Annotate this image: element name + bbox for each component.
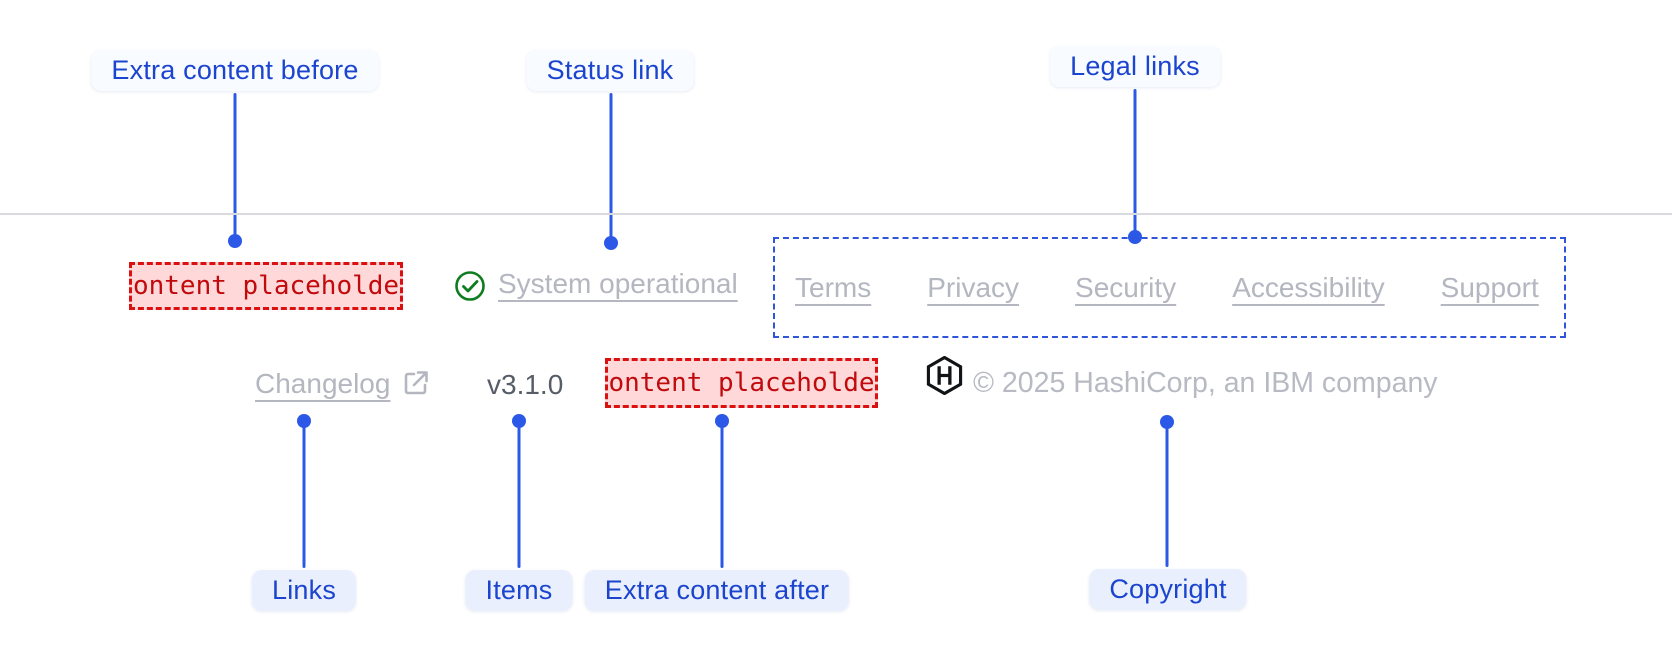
placeholder-text: content placeholder	[605, 368, 878, 398]
legal-link-security[interactable]: Security	[1075, 271, 1177, 303]
status-link[interactable]: System operational	[498, 268, 738, 299]
check-circle-icon	[455, 271, 485, 301]
connector-dot-copyright	[1160, 415, 1174, 429]
annotation-label-text: Legal links	[1070, 51, 1200, 81]
legal-links-region: Terms Privacy Security Accessibility Sup…	[773, 237, 1566, 338]
annotation-label-text: Items	[485, 575, 553, 605]
placeholder-text: content placeholder	[129, 271, 403, 301]
external-link-icon	[405, 371, 429, 395]
annotation-label-text: Status link	[546, 55, 674, 85]
connector-dot-items	[512, 414, 526, 428]
annotation-label-copyright: Copyright	[1089, 569, 1247, 610]
annotation-label-items: Items	[465, 570, 573, 611]
connector-line-extra-after	[720, 426, 724, 568]
connector-dot-status-link	[604, 236, 618, 250]
version-text: v3.1.0	[487, 369, 564, 400]
connector-dot-extra-after	[715, 414, 729, 428]
legal-link-support[interactable]: Support	[1440, 271, 1539, 303]
changelog-link-label: Changelog	[255, 368, 391, 399]
annotation-label-extra-content-after: Extra content after	[584, 570, 850, 611]
legal-link-accessibility[interactable]: Accessibility	[1232, 271, 1385, 303]
footer-top-divider	[0, 213, 1672, 215]
legal-link-terms[interactable]: Terms	[795, 271, 872, 303]
annotation-label-text: Extra content after	[604, 575, 830, 605]
connector-dot-extra-before	[228, 234, 242, 248]
legal-link-privacy[interactable]: Privacy	[927, 271, 1020, 303]
placeholder-extra-content-after: content placeholder	[605, 358, 878, 408]
connector-line-items	[517, 426, 521, 568]
connector-line-extra-before	[233, 93, 237, 238]
connector-line-status-link	[609, 93, 613, 240]
connector-line-copyright	[1165, 427, 1169, 567]
connector-line-legal-links	[1133, 89, 1137, 234]
annotation-label-links: Links	[251, 570, 357, 611]
changelog-link[interactable]: Changelog	[255, 368, 431, 400]
annotation-label-text: Copyright	[1109, 574, 1227, 604]
annotation-label-text: Extra content before	[111, 55, 359, 85]
annotation-label-legal-links: Legal links	[1050, 46, 1220, 87]
copyright-text: © 2025 HashiCorp, an IBM company	[973, 367, 1438, 399]
connector-dot-links	[297, 414, 311, 428]
annotation-label-status-link: Status link	[526, 50, 694, 91]
connector-line-links	[302, 426, 306, 568]
annotation-label-text: Links	[271, 575, 337, 605]
placeholder-extra-content-before: content placeholder	[129, 262, 403, 310]
annotation-label-extra-content-before: Extra content before	[91, 50, 379, 91]
hashicorp-logo-icon	[926, 356, 963, 395]
